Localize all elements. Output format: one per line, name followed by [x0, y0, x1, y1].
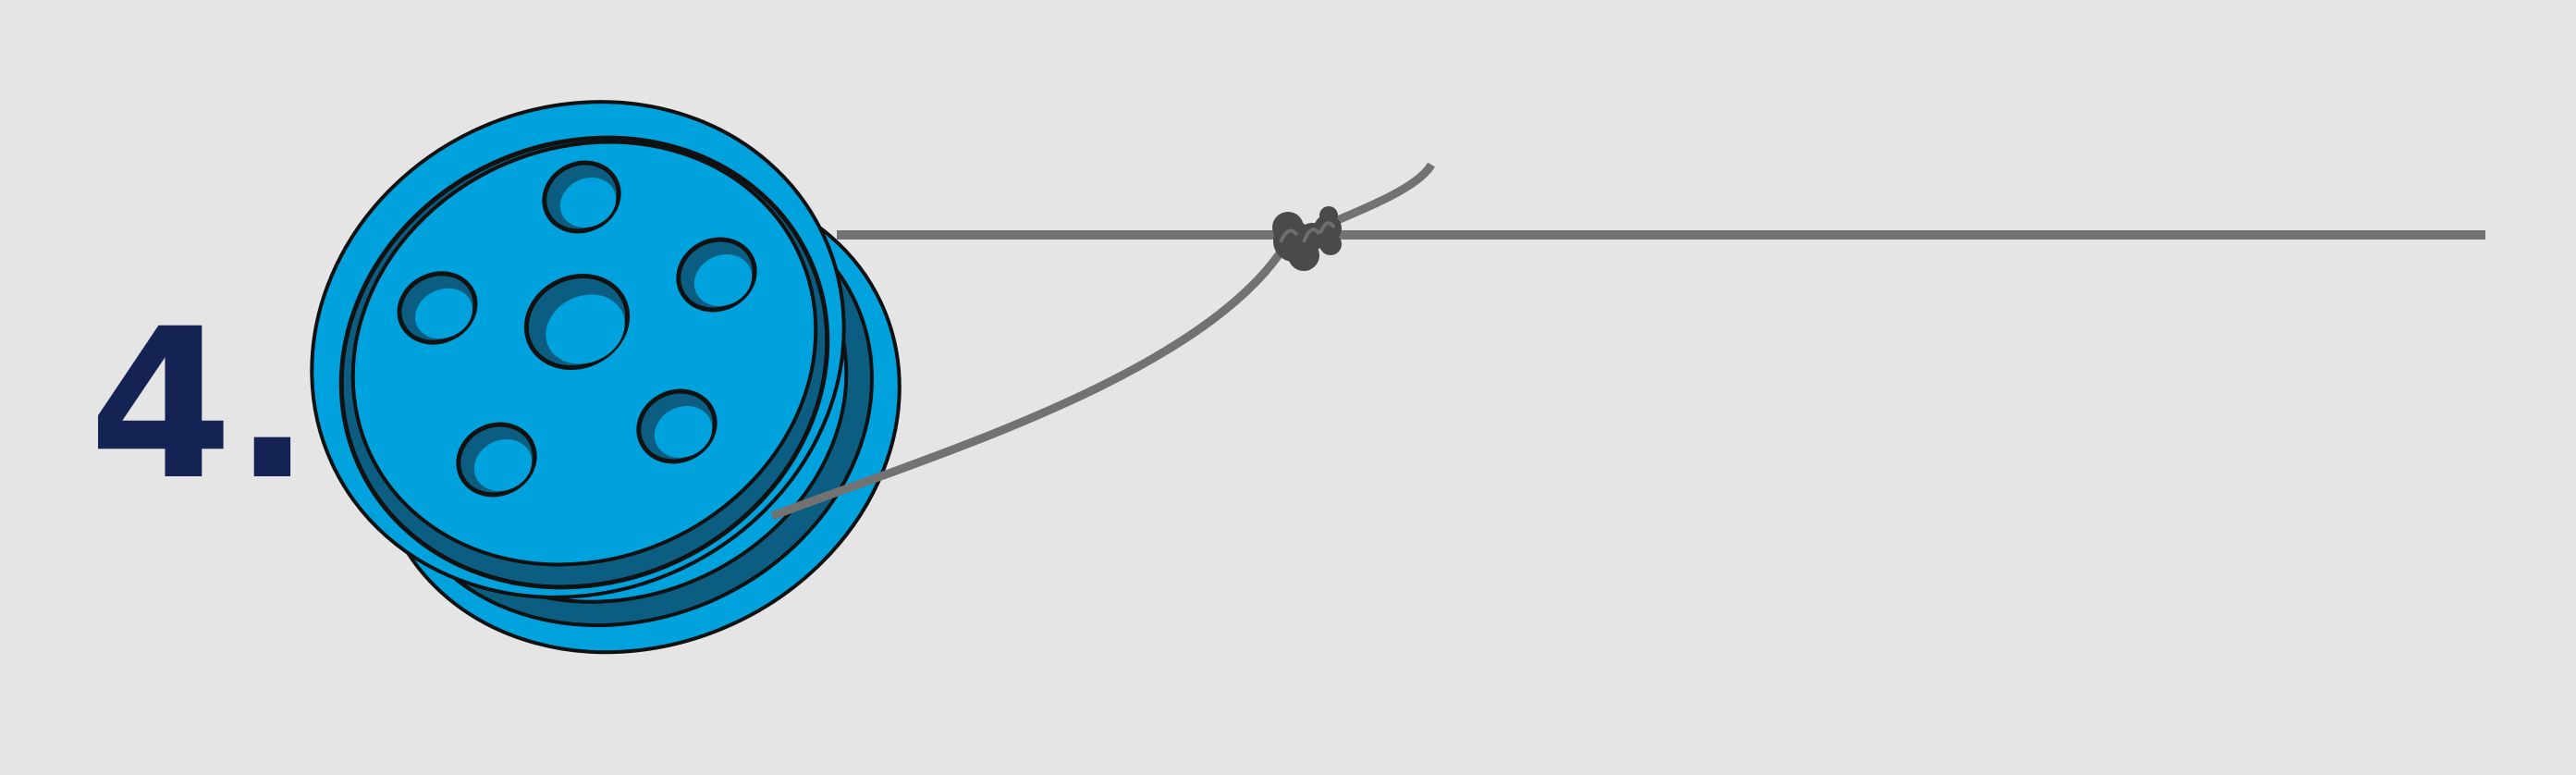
spool-hole: [542, 160, 621, 234]
spool-hole: [456, 422, 537, 498]
tag-line: [770, 162, 1435, 521]
spool-icon: [310, 100, 902, 655]
spool-holes: [397, 160, 757, 498]
spool-hole: [636, 388, 718, 464]
spool-hole: [523, 273, 631, 371]
step-number-label: 4.: [89, 284, 312, 525]
spool-front-rim: [338, 135, 830, 590]
knot-icon: [1272, 206, 1342, 271]
spool-hole: [676, 237, 757, 313]
spool-hole: [397, 271, 478, 345]
